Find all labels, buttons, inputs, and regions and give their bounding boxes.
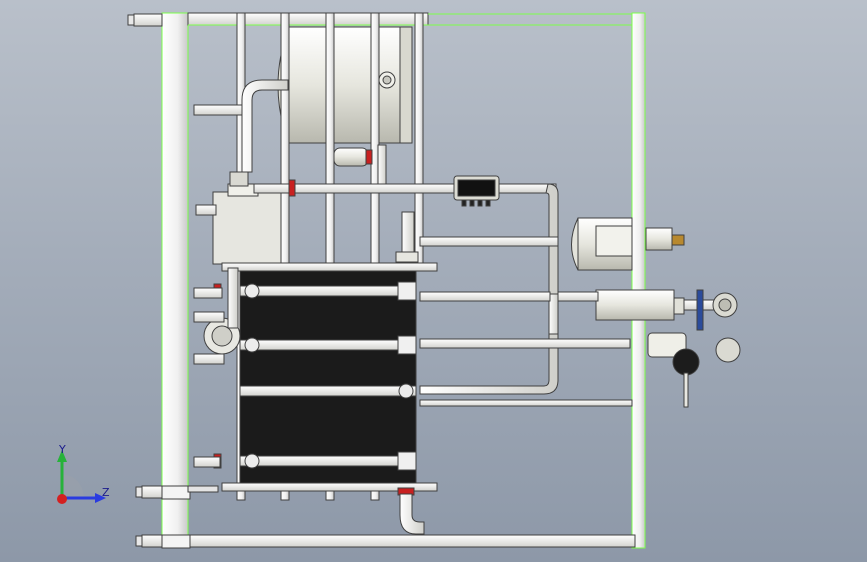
frame-bottom-rail[interactable] (187, 534, 636, 548)
left-stub-top[interactable] (133, 13, 163, 27)
triad-plane (62, 474, 84, 498)
flow-sensor[interactable] (453, 175, 500, 207)
storage-tank[interactable] (277, 26, 413, 144)
frame-top-rail[interactable] (187, 12, 429, 26)
y-axis-label: Y (58, 443, 66, 456)
main-pipe[interactable] (253, 179, 557, 197)
frame-left-post[interactable] (161, 12, 189, 549)
drain-elbow[interactable] (399, 493, 425, 535)
port-4[interactable] (398, 383, 414, 399)
riser-pipe[interactable] (419, 183, 559, 395)
small-cylinder[interactable] (333, 144, 387, 191)
port-2[interactable] (244, 337, 260, 353)
expansion-tank[interactable] (571, 217, 685, 271)
plate-heat-exchanger[interactable] (213, 262, 438, 496)
port-1[interactable] (244, 283, 260, 299)
left-stub-bottom[interactable] (141, 534, 163, 548)
x-axis-dot (57, 494, 67, 504)
filter-housing[interactable] (193, 79, 289, 265)
pump-assembly[interactable] (595, 289, 741, 408)
frame[interactable] (127, 12, 646, 549)
pump-lines (419, 236, 633, 407)
port-3[interactable] (244, 453, 260, 469)
z-axis-label: Z (102, 486, 110, 499)
frame-right-post[interactable] (631, 12, 646, 549)
left-pump[interactable] (193, 267, 241, 468)
left-stub-mid[interactable] (141, 485, 163, 499)
upper-tee (395, 211, 419, 263)
pump-ball (672, 348, 700, 376)
orientation-triad: Y Z (57, 443, 110, 504)
